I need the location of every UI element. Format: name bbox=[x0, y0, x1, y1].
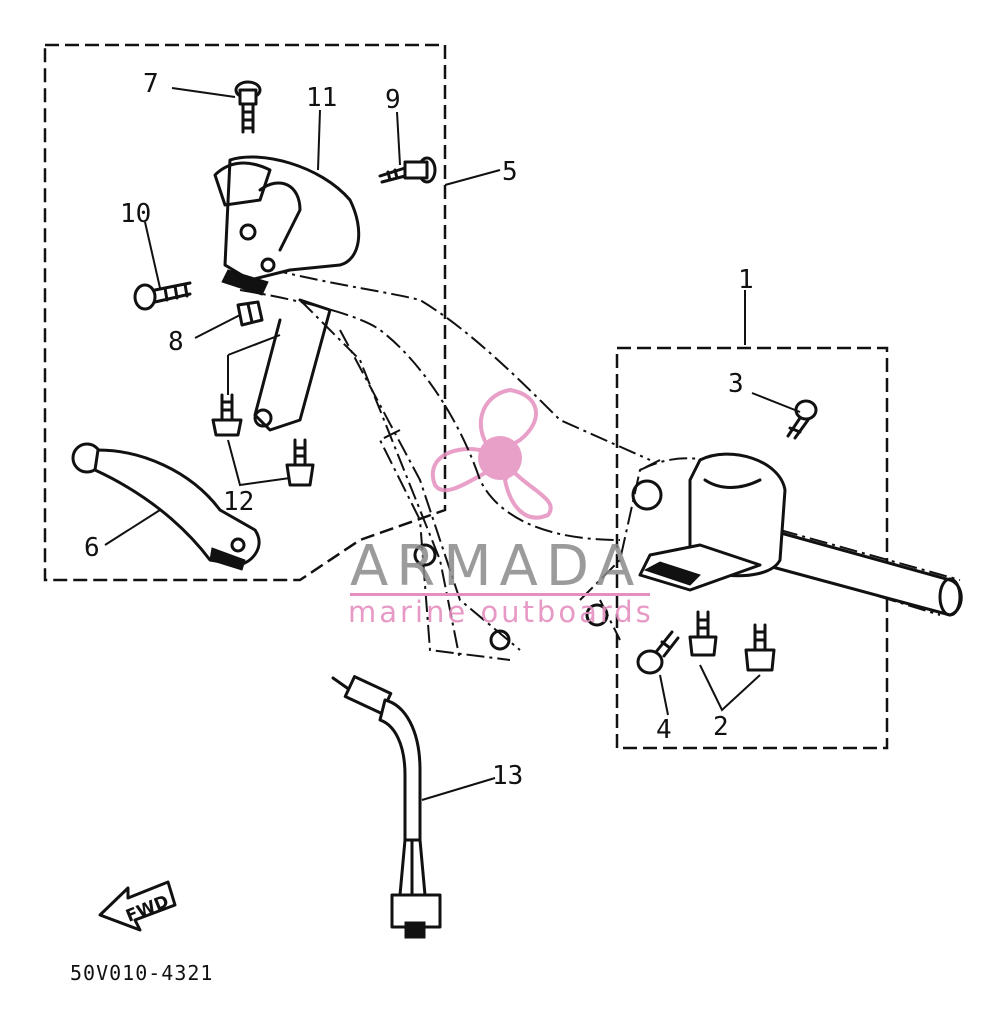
leader-lines bbox=[104, 87, 801, 801]
bolt-2a bbox=[688, 610, 718, 657]
screw-10 bbox=[133, 281, 192, 311]
bolt-2b bbox=[744, 623, 776, 672]
nut-8 bbox=[236, 300, 264, 327]
callout-3: 3 bbox=[728, 369, 744, 399]
watermark-propeller-icon bbox=[430, 387, 553, 520]
callout-1: 1 bbox=[738, 265, 754, 295]
callout-12: 12 bbox=[223, 487, 254, 517]
callout-5: 5 bbox=[502, 157, 518, 187]
screw-7 bbox=[234, 80, 262, 134]
screw-4 bbox=[636, 630, 680, 675]
callout-4: 4 bbox=[656, 715, 672, 745]
bolt-12a bbox=[211, 393, 243, 437]
right-group-box bbox=[615, 346, 889, 750]
brake-lever bbox=[71, 442, 261, 571]
watermark-underline bbox=[350, 593, 650, 596]
holder-arm bbox=[253, 298, 332, 432]
screw-9 bbox=[378, 156, 437, 184]
engine-stop-cable bbox=[331, 675, 442, 939]
throttle-grip bbox=[763, 528, 963, 617]
screw-3 bbox=[786, 399, 818, 440]
callout-13: 13 bbox=[492, 761, 523, 791]
left-group-box bbox=[43, 43, 447, 582]
callout-6: 6 bbox=[84, 533, 100, 563]
fwd-arrow-icon: FWD bbox=[98, 880, 177, 932]
callout-2: 2 bbox=[713, 712, 729, 742]
callout-7: 7 bbox=[143, 69, 159, 99]
watermark-title: ARMADA bbox=[350, 534, 642, 599]
watermark-subtitle: marine outboards bbox=[348, 595, 654, 629]
callout-8: 8 bbox=[168, 327, 184, 357]
callout-11: 11 bbox=[306, 83, 337, 113]
bolt-12b bbox=[285, 438, 315, 487]
part-code: 50V010-4321 bbox=[70, 961, 213, 985]
grip-housing bbox=[638, 452, 787, 592]
callout-10: 10 bbox=[120, 199, 151, 229]
lever-holder bbox=[213, 155, 361, 296]
callout-9: 9 bbox=[385, 85, 401, 115]
